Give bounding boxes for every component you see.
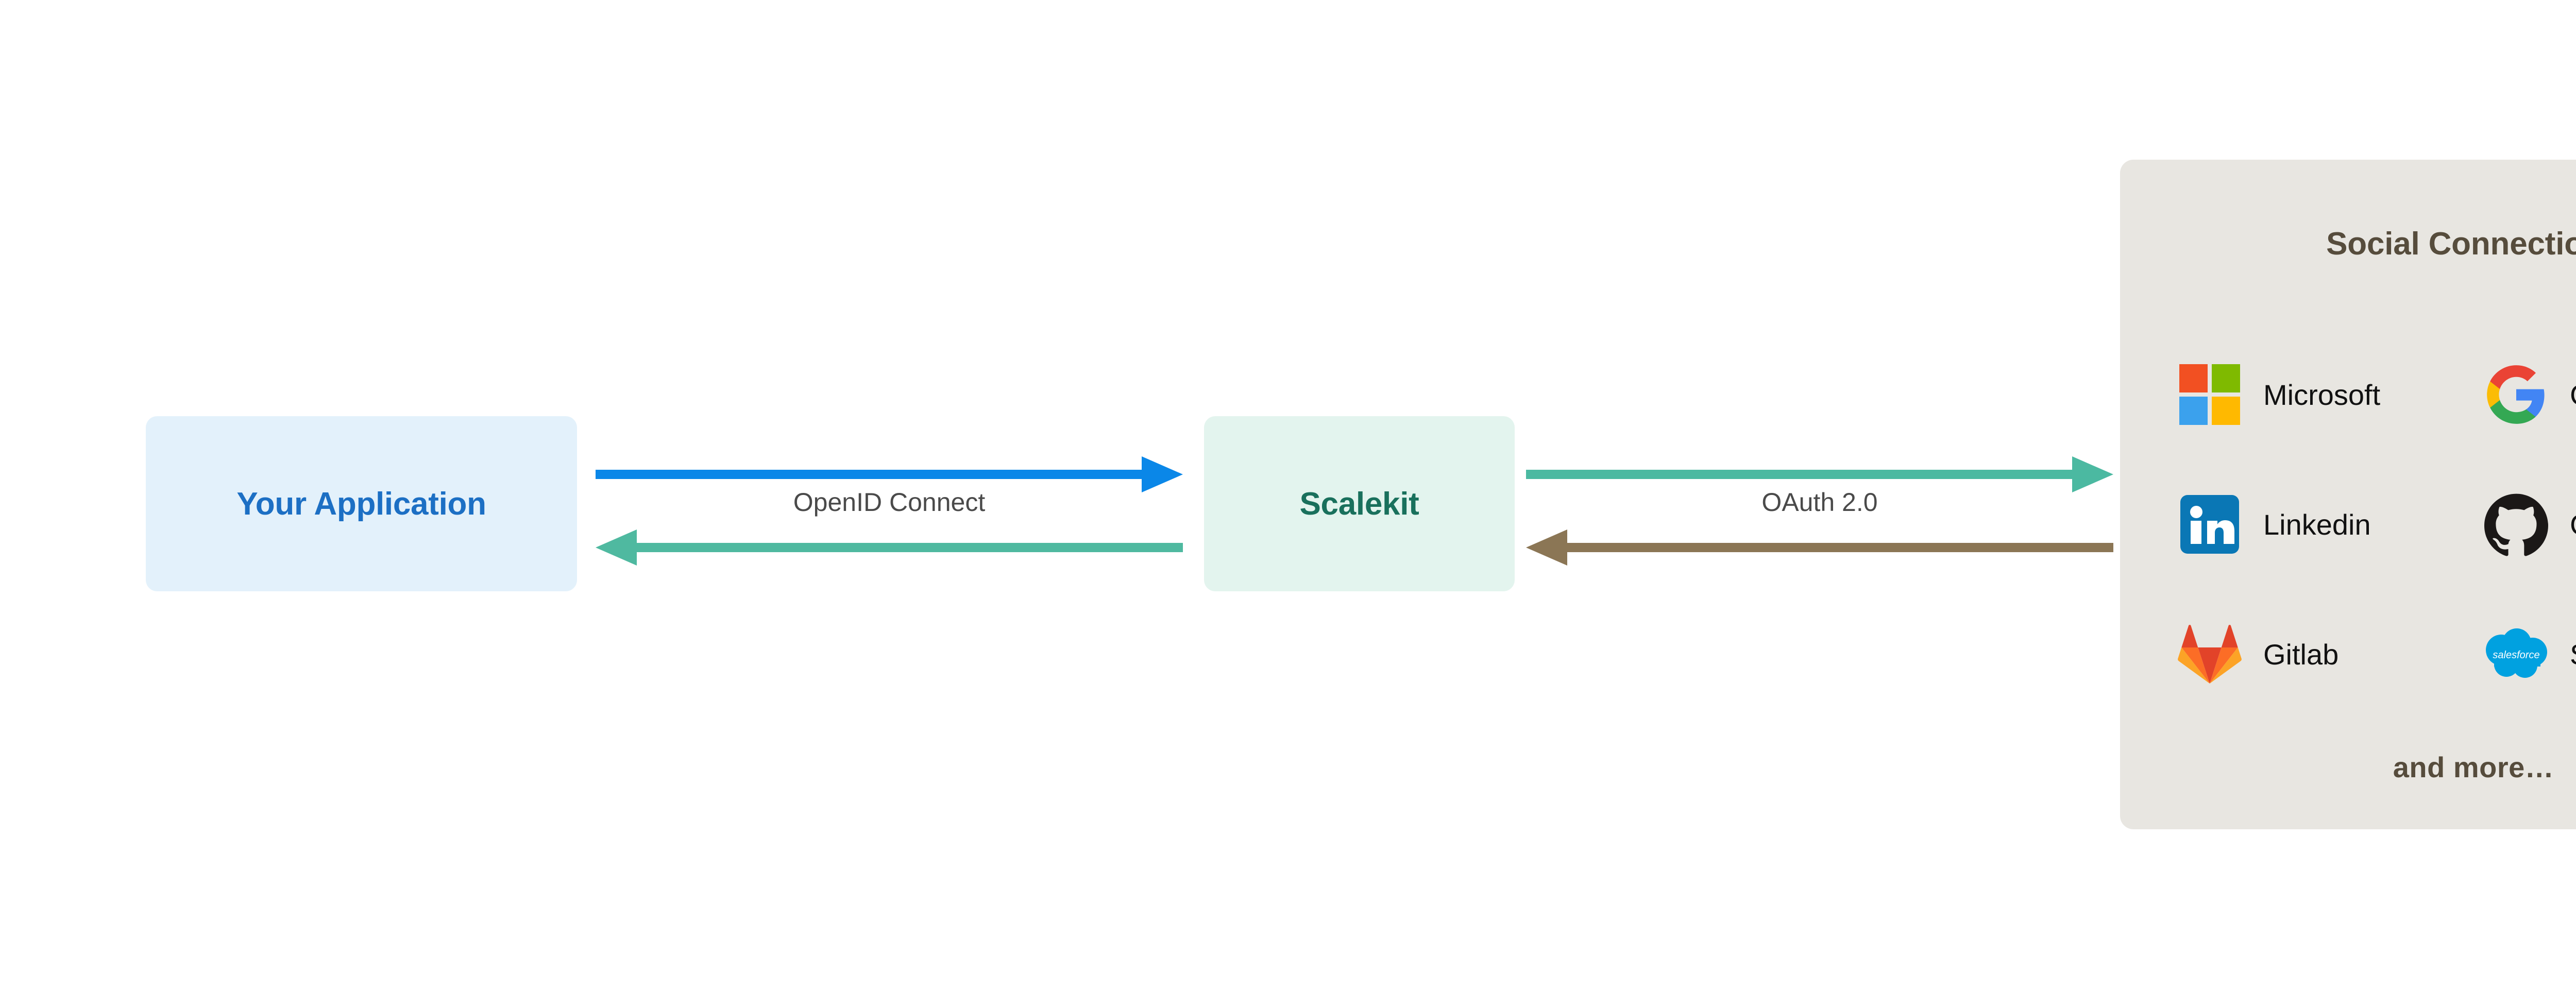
flow-label-openid-connect: OpenID Connect <box>793 488 986 517</box>
provider-gitlab[interactable]: Gitlab <box>2177 589 2483 719</box>
provider-google[interactable]: Google <box>2483 330 2576 459</box>
gitlab-logo-icon <box>2177 621 2243 687</box>
google-logo-icon <box>2483 362 2549 428</box>
node-scalekit-label: Scalekit <box>1299 486 1419 522</box>
social-connections-panel: Social Connections Microsoft <box>2120 160 2576 829</box>
provider-grid: Microsoft Google <box>2177 330 2576 719</box>
github-logo-icon <box>2483 491 2549 557</box>
flow-label-oauth: OAuth 2.0 <box>1761 488 1878 517</box>
node-your-application[interactable]: Your Application <box>146 416 577 591</box>
provider-linkedin-label: Linkedin <box>2263 508 2371 541</box>
provider-gitlab-label: Gitlab <box>2263 638 2339 671</box>
provider-salesforce[interactable]: salesforce Salesforce <box>2483 589 2576 719</box>
provider-google-label: Google <box>2570 378 2576 412</box>
and-more-label: and more… <box>2393 751 2554 783</box>
provider-github[interactable]: Github <box>2483 459 2576 589</box>
provider-salesforce-label: Salesforce <box>2570 638 2576 671</box>
arrow-openid-connect-response <box>596 524 1183 571</box>
arrow-oauth-request <box>1526 451 2113 498</box>
provider-linkedin[interactable]: Linkedin <box>2177 459 2483 589</box>
provider-github-label: Github <box>2570 508 2576 541</box>
provider-microsoft[interactable]: Microsoft <box>2177 330 2483 459</box>
salesforce-logo-icon: salesforce <box>2483 621 2549 687</box>
node-scalekit[interactable]: Scalekit <box>1204 416 1515 591</box>
provider-microsoft-label: Microsoft <box>2263 378 2381 411</box>
microsoft-logo-icon <box>2177 362 2243 428</box>
social-connections-title: Social Connections <box>2326 226 2576 262</box>
arrow-openid-connect-request <box>596 451 1183 498</box>
node-your-application-label: Your Application <box>236 486 486 522</box>
svg-text:salesforce: salesforce <box>2493 650 2539 661</box>
linkedin-logo-icon <box>2177 491 2243 557</box>
arrow-oauth-response <box>1526 524 2113 571</box>
